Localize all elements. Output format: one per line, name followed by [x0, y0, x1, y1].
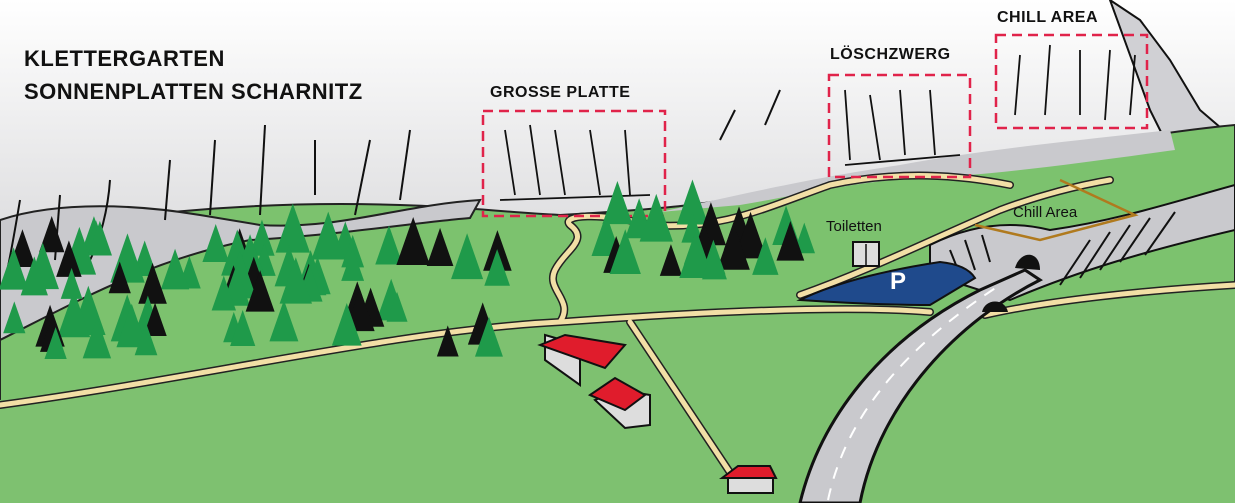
- tree-icon: [275, 203, 311, 253]
- tree-icon: [659, 244, 683, 276]
- house-icons: [537, 333, 778, 494]
- tree-icon: [0, 247, 29, 290]
- parking-lot: [796, 260, 977, 307]
- area-label-chill-area[interactable]: CHILL AREA: [997, 9, 1098, 26]
- tree-icon: [474, 316, 503, 357]
- tree-icon: [269, 299, 299, 342]
- tree-icon: [20, 256, 48, 296]
- parking-icon: P: [890, 268, 907, 295]
- forest: [0, 179, 816, 359]
- tree-icon: [279, 257, 313, 304]
- tree-icon: [39, 216, 65, 253]
- tree-icon: [311, 211, 346, 260]
- tree-icon: [331, 303, 362, 346]
- tree-icon: [602, 181, 633, 225]
- tree-icon: [639, 193, 673, 242]
- tree-icon: [249, 219, 275, 256]
- title-line-1: KLETTERGARTEN: [24, 46, 225, 71]
- tree-icon: [230, 309, 256, 346]
- tree-icon: [734, 211, 767, 259]
- tree-icon: [752, 237, 779, 275]
- tree-icon: [484, 249, 510, 286]
- area-label-loeschzwerg[interactable]: LÖSCHZWERG: [830, 46, 951, 63]
- tree-icon: [375, 225, 403, 265]
- tree-icon: [716, 222, 750, 270]
- climbing-area-boxes: [481, 33, 1149, 218]
- tree-icon: [44, 327, 67, 359]
- tree-icon: [134, 322, 158, 356]
- chill-area-label: Chill Area: [1013, 204, 1078, 221]
- tree-icon: [436, 325, 459, 357]
- tree-icon: [396, 217, 430, 266]
- toilets-label: Toiletten: [826, 218, 882, 235]
- tree-icon: [82, 317, 112, 359]
- tree-icon: [143, 302, 167, 336]
- mountain-right: [1108, 0, 1235, 167]
- tree-icon: [60, 267, 83, 299]
- title-line-2: SONNENPLATTEN SCHARNITZ: [24, 79, 363, 104]
- tree-icon: [211, 275, 237, 311]
- road-center-line: [827, 284, 1001, 501]
- tree-icon: [702, 243, 727, 280]
- tree-icon: [3, 301, 26, 334]
- tree-icon: [386, 291, 408, 322]
- tree-icon: [609, 229, 641, 274]
- tree-icon: [116, 303, 147, 348]
- tree-icon: [108, 261, 131, 294]
- tree-icon: [426, 227, 454, 267]
- tree-icon: [676, 179, 709, 225]
- tree-icon: [202, 223, 230, 262]
- tree-icon: [451, 233, 484, 280]
- tree-icon: [160, 248, 190, 290]
- chill-area-fence: [974, 178, 1139, 242]
- tunnel-portal-upper: [1015, 254, 1040, 270]
- tree-icon: [87, 220, 112, 256]
- tree-icon: [57, 290, 91, 338]
- tree-icon: [245, 270, 275, 312]
- rock-band-right: [660, 130, 1175, 212]
- tree-icon: [679, 229, 714, 279]
- tunnel-portal-lower: [982, 301, 1008, 312]
- tree-icon: [341, 248, 365, 281]
- tree-icon: [138, 262, 167, 304]
- tree-icon: [776, 220, 805, 261]
- tree-icon: [56, 240, 82, 277]
- road: [798, 268, 1043, 503]
- map-title: KLETTERGARTEN SONNENPLATTEN SCHARNITZ: [24, 42, 363, 108]
- area-label-grosse-platte[interactable]: GROSSE PLATTE: [490, 84, 631, 101]
- area-sketches: [499, 44, 1136, 201]
